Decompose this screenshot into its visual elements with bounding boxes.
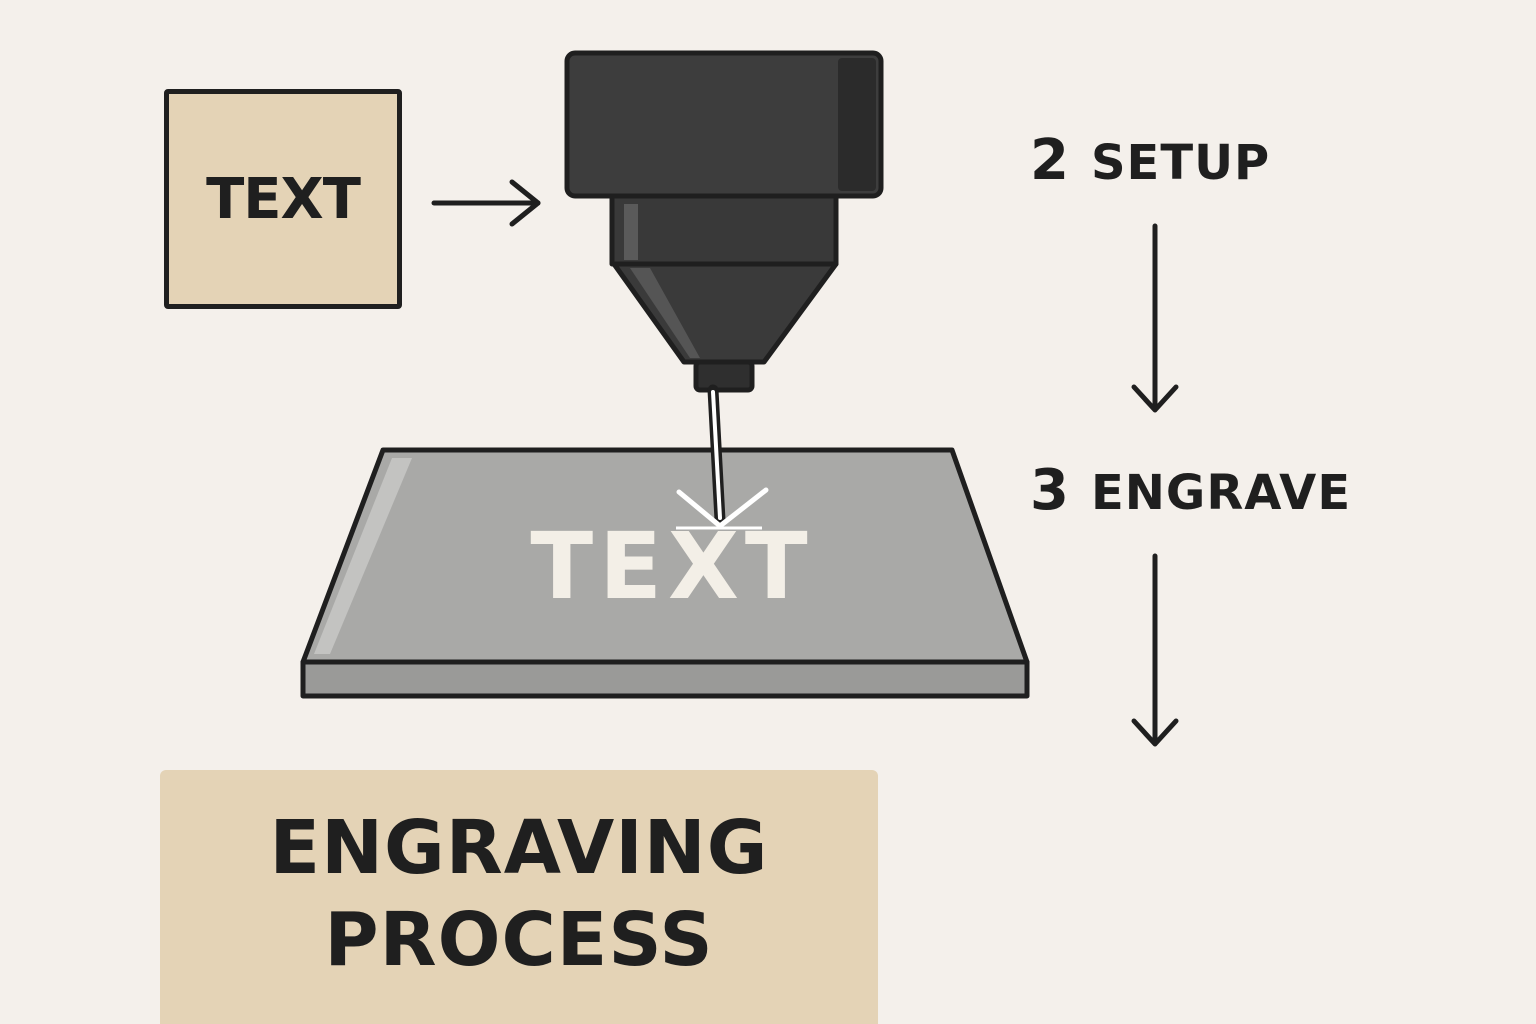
engraved-text: TEXT (530, 513, 813, 620)
step-number: 2 (1030, 128, 1069, 193)
step-setup: 2 SETUP (1030, 128, 1270, 193)
engraving-plate (300, 447, 1030, 699)
step-arrow-down-icon (1131, 223, 1179, 413)
step-engrave: 3 ENGRAVE (1030, 458, 1351, 523)
laser-beam (676, 384, 769, 530)
step-number: 3 (1030, 458, 1069, 523)
step-label: ENGRAVE (1090, 465, 1352, 521)
title-box: ENGRAVING PROCESS (160, 770, 878, 1024)
step-arrow-down-icon (1131, 553, 1179, 747)
input-arrow-icon (431, 179, 541, 227)
laser-head-icon (564, 50, 884, 393)
input-text-box: TEXT (164, 89, 402, 309)
step-label: SETUP (1090, 135, 1271, 191)
title-line-1: ENGRAVING (269, 805, 769, 891)
input-text: TEXT (206, 166, 361, 232)
title-line-2: PROCESS (324, 897, 714, 983)
